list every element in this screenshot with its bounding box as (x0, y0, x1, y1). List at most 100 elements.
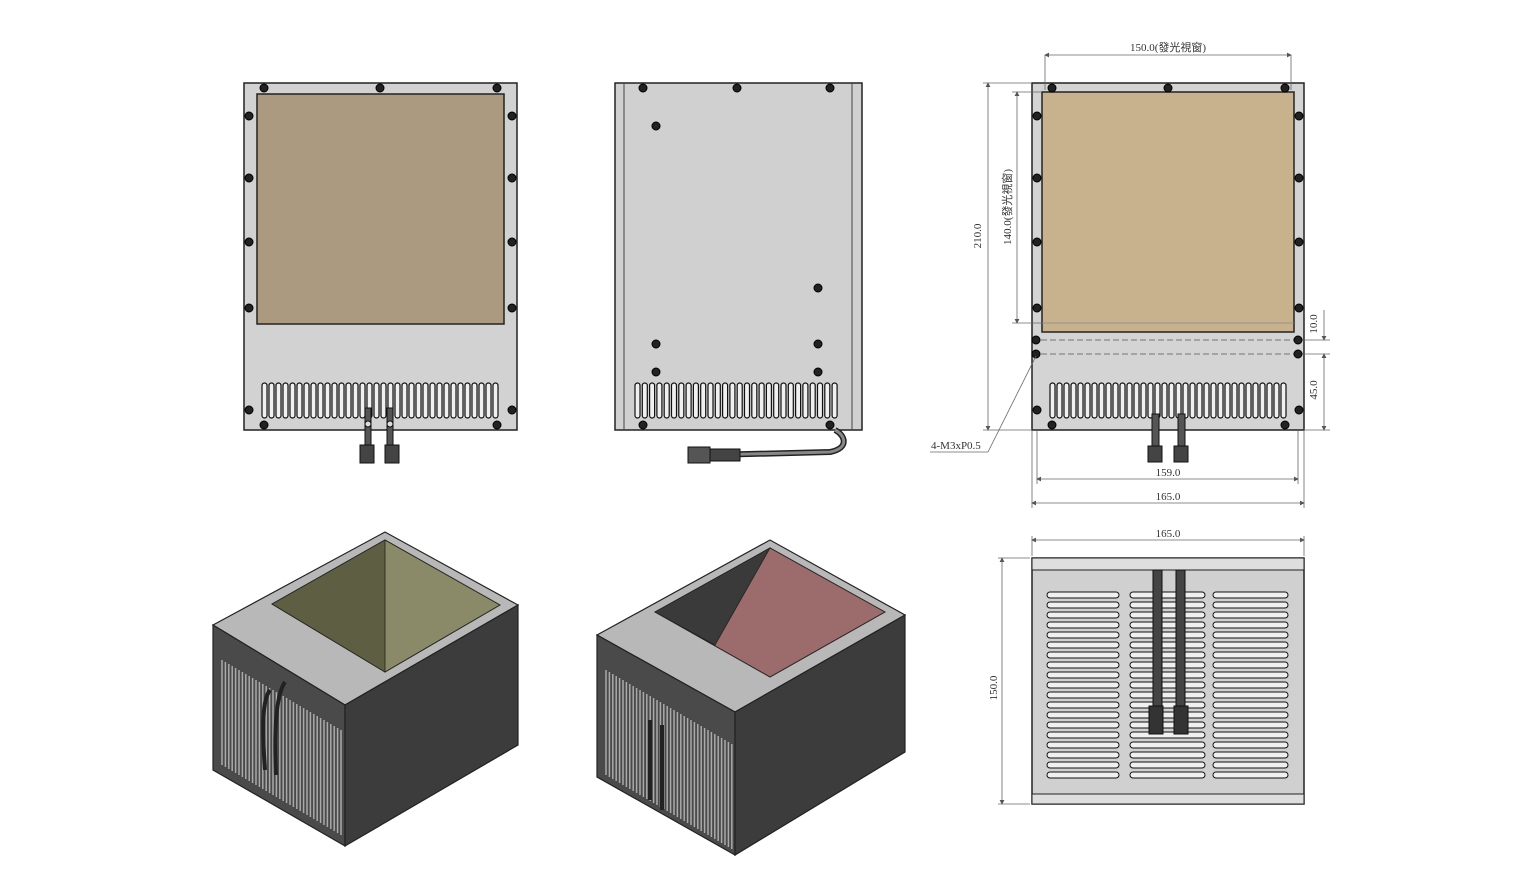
vent-slot (457, 382, 464, 419)
vent-slot (692, 382, 700, 419)
spec-vents (1049, 382, 1287, 419)
vent-slot (1238, 382, 1245, 419)
vent-slot (380, 382, 387, 419)
screw (375, 83, 385, 93)
vent-slot (1084, 382, 1091, 419)
vent-slot (1196, 382, 1203, 419)
vent-slot (758, 382, 765, 419)
front-screws (244, 83, 517, 430)
bottom-slot (1212, 591, 1289, 599)
dim-lower-height: 45.0 (1308, 380, 1320, 400)
bottom-slot (1046, 751, 1120, 759)
vent-slot (1168, 382, 1175, 419)
vent-slot (700, 382, 707, 419)
screw (244, 173, 254, 183)
vent-slot (401, 382, 408, 419)
vent-slot (670, 382, 678, 419)
vent-slot (1063, 382, 1070, 419)
vent-slot (773, 382, 780, 419)
bottom-slot (1212, 631, 1289, 639)
vent-slot (1105, 382, 1112, 419)
bottom-slot (1212, 681, 1289, 689)
vent-slot (261, 382, 268, 419)
vent-slot (338, 382, 345, 419)
vent-slot (345, 382, 352, 419)
vent-slot (478, 382, 485, 419)
vent-slot (743, 382, 751, 419)
screw (732, 83, 742, 93)
vent-slot (289, 382, 296, 419)
vent-slot (268, 382, 275, 419)
iso1-slats (221, 660, 342, 835)
vent-slot (1280, 382, 1287, 419)
screw (1294, 173, 1304, 183)
screw (638, 83, 648, 93)
vent-slot (641, 382, 648, 419)
screw (1280, 420, 1290, 430)
bottom-slot (1212, 721, 1289, 729)
vent-slot (678, 382, 685, 419)
bottom-slots (1046, 591, 1289, 779)
vent-slot (1273, 382, 1280, 419)
vent-slot (331, 382, 338, 419)
vent-slot (685, 382, 692, 419)
vent-slot (802, 382, 809, 419)
bottom-slot (1129, 661, 1206, 669)
vent-slot (765, 382, 773, 419)
spec-screws (1031, 83, 1304, 430)
bottom-slot (1046, 741, 1120, 749)
vent-slot (656, 382, 663, 419)
screw (1047, 83, 1057, 93)
vent-slot (1224, 382, 1231, 419)
screw (259, 83, 269, 93)
vent-slot (648, 382, 656, 419)
bottom-slot (1129, 611, 1206, 619)
screw (1293, 349, 1303, 359)
vent-slot (436, 382, 443, 419)
vent-slot (296, 382, 303, 419)
dim-small-gap: 10.0 (1308, 314, 1320, 334)
screw (259, 420, 269, 430)
vent-slot (816, 382, 824, 419)
vent-slot (415, 382, 422, 419)
bottom-slot (1046, 641, 1120, 649)
vent-slot (721, 382, 729, 419)
bottom-slot (1212, 661, 1289, 669)
bottom-slot (1129, 601, 1206, 609)
vent-slot (471, 382, 478, 419)
vent-slot (464, 382, 471, 419)
screw (1280, 83, 1290, 93)
vent-slot (1259, 382, 1266, 419)
bottom-slot (1046, 651, 1120, 659)
vent-slot (1182, 382, 1189, 419)
bottom-slot (1046, 621, 1120, 629)
bottom-slot (1046, 721, 1120, 729)
bottom-slot (1212, 711, 1289, 719)
bottom-slot (1212, 741, 1289, 749)
dim-outer-width: 165.0 (1156, 491, 1181, 503)
vent-slot (324, 382, 331, 419)
vent-slot (736, 382, 743, 419)
back-view (614, 82, 863, 464)
vent-slot (1147, 382, 1154, 419)
screw (813, 283, 823, 293)
vent-slot (1119, 382, 1126, 419)
screw (1032, 303, 1042, 313)
bottom-slot (1212, 671, 1289, 679)
dim-bottom-depth: 150.0 (988, 675, 1000, 700)
screw (651, 367, 661, 377)
vent-slot (780, 382, 787, 419)
bottom-slot (1129, 641, 1206, 649)
bottom-slot (1129, 651, 1206, 659)
bottom-slot (1129, 761, 1206, 769)
dim-height-total: 210.0 (972, 223, 984, 248)
dim-inner-width: 159.0 (1156, 467, 1181, 479)
vent-slot (1133, 382, 1140, 419)
screw (1032, 237, 1042, 247)
vent-slot (443, 382, 450, 419)
vent-slot (707, 382, 714, 419)
front-connectors (359, 407, 400, 464)
bottom-slot (1046, 671, 1120, 679)
vent-slot (809, 382, 816, 419)
screw (1032, 173, 1042, 183)
